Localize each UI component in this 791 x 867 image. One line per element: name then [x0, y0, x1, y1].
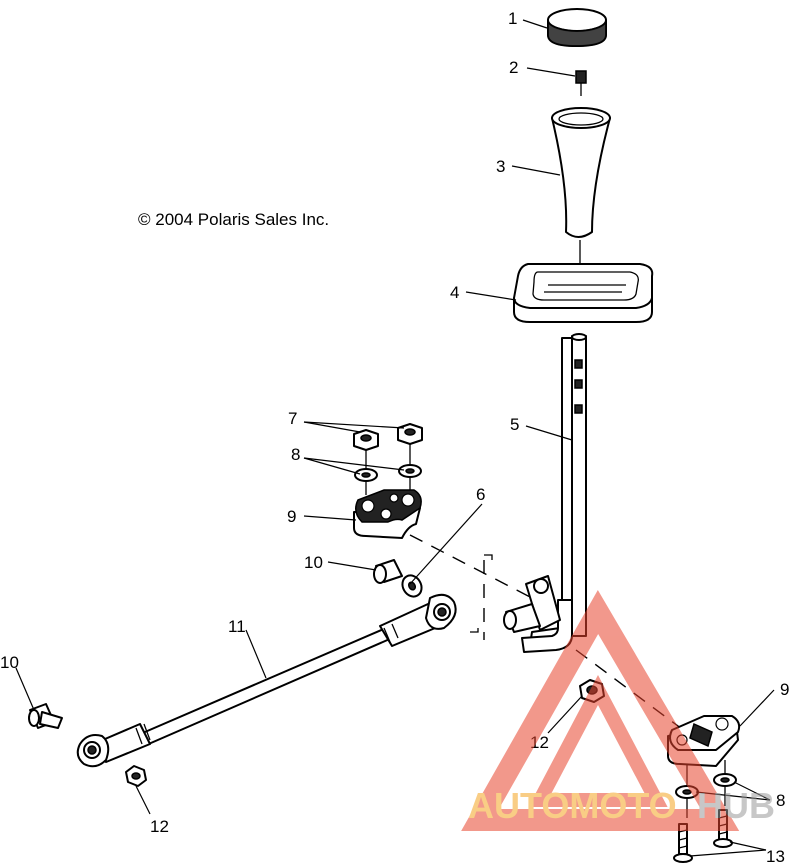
part-5-shift-lever [503, 333, 587, 653]
callout-13: 13 [766, 847, 785, 866]
callout-1: 1 [508, 9, 517, 28]
part-10-bolt-middle [373, 559, 403, 584]
copyright-text: © 2004 Polaris Sales Inc. [138, 210, 329, 229]
watermark-text-b: HUB [697, 785, 775, 826]
callout-10-middle: 10 [304, 553, 323, 572]
callout-8-upper: 8 [291, 445, 300, 464]
callout-7: 7 [288, 409, 297, 428]
watermark-inner-triangle-icon [528, 674, 668, 807]
callout-10-left: 10 [0, 653, 19, 672]
part-11-shift-rod [76, 593, 457, 768]
part-3-handle-grip [551, 107, 611, 238]
part-2-set-screw [575, 70, 587, 96]
callout-3: 3 [496, 157, 505, 176]
watermark-triangle-icon [461, 589, 740, 831]
assembly-line-6 [409, 534, 533, 599]
callout-2: 2 [509, 58, 518, 77]
part-6-washer [401, 574, 423, 598]
callout-11: 11 [228, 617, 246, 636]
callout-numbers: 1 2 3 4 5 6 7 8 9 10 11 10 12 12 9 8 13 [0, 9, 789, 866]
assembly-bracket-bottom [470, 628, 479, 633]
part-7-nuts [353, 423, 423, 451]
part-1-knob-cap [547, 8, 607, 47]
callout-9-upper: 9 [287, 507, 296, 526]
callout-12-left: 12 [150, 817, 169, 836]
callout-9-lower: 9 [780, 680, 789, 699]
watermark-text-a: AUTOMOTO [468, 785, 677, 826]
part-12-nut-left [125, 765, 147, 787]
part-4-shift-boot [513, 263, 654, 323]
callout-8-lower: 8 [776, 791, 785, 810]
watermark: AUTOMOTO HUB [461, 589, 775, 831]
part-10-bolt-left [28, 703, 63, 729]
part-9-pivot-block-upper [353, 489, 422, 539]
callout-4: 4 [450, 283, 459, 302]
assembly-bracket-top [484, 554, 493, 560]
part-8-washers-upper [354, 444, 422, 495]
callout-5: 5 [510, 415, 519, 434]
callout-6: 6 [476, 485, 485, 504]
